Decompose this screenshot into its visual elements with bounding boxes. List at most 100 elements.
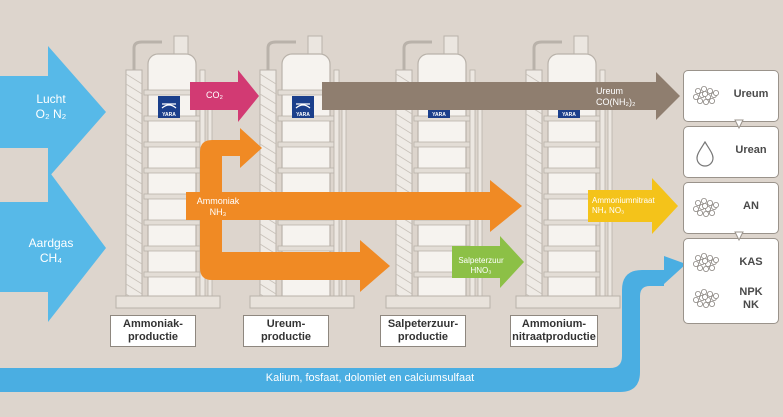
minerals-label: Kalium, fosfaat, dolomiet en calciumsulf… — [265, 372, 475, 384]
ammonia-formula: NH₃ — [209, 207, 227, 218]
platform — [543, 141, 601, 148]
base — [249, 295, 355, 309]
product-name-kas: KAS — [739, 256, 763, 268]
urea-arrow — [322, 72, 680, 120]
platform — [143, 271, 201, 278]
lattice-brace — [125, 243, 143, 255]
lattice-brace — [259, 133, 277, 145]
gas-input-label: Aardgas CH₄ — [18, 236, 84, 266]
ammonium-nitrate-label: Ammoniumnitraat NH₄ NO₃ — [592, 196, 672, 216]
yara-logo-text: YARA — [432, 112, 446, 118]
nitric-acid-label: Salpeterzuur HNO₃ — [456, 256, 506, 276]
lattice-brace — [395, 113, 413, 125]
lattice-brace — [259, 153, 277, 165]
lattice-brace — [125, 83, 143, 95]
lattice-brace — [395, 153, 413, 165]
air-input-arrow — [0, 46, 106, 178]
lattice-brace — [125, 73, 143, 85]
lattice-brace — [125, 163, 143, 175]
lattice-brace — [125, 223, 143, 235]
yara-logo — [158, 96, 180, 118]
tower-ammonium-nitrate: YARA — [515, 35, 621, 309]
base — [515, 295, 621, 309]
lattice-brace — [259, 103, 277, 115]
pipe-bend — [402, 40, 432, 70]
yara-ship-icon — [161, 103, 177, 109]
lattice-brace — [125, 113, 143, 125]
ammonium-nitrate-name: Ammoniumnitraat — [592, 196, 655, 205]
lattice-brace — [259, 83, 277, 95]
lattice-brace — [259, 123, 277, 135]
yara-ship-icon — [295, 103, 311, 109]
lattice-brace — [525, 283, 543, 295]
lattice-brace — [525, 183, 543, 195]
lattice-brace — [525, 163, 543, 175]
tower-urea: YARA — [249, 35, 355, 309]
platform — [413, 219, 471, 226]
plant-label-ammonia: Ammoniak- productie — [110, 315, 196, 347]
plant-label-nitric-acid: Salpeterzuur- productie — [380, 315, 466, 347]
urea-formula: CO(NH₂)₂ — [596, 97, 636, 108]
lattice-brace — [395, 243, 413, 255]
ammonia-label: Ammoniak NH₃ — [190, 196, 246, 219]
lattice-brace — [525, 263, 543, 275]
platform — [277, 167, 335, 174]
platform — [143, 219, 201, 226]
platform — [543, 167, 601, 174]
lattice-brace — [525, 273, 543, 285]
lattice-brace — [395, 273, 413, 285]
platform — [143, 167, 201, 174]
tower-nitric-acid: YARA — [385, 35, 491, 309]
gas-formula: CH₄ — [39, 251, 63, 265]
air-formula: O₂ N₂ — [35, 107, 67, 121]
lattice-brace — [125, 183, 143, 195]
product-name-npk-nk: NPK NK — [739, 286, 763, 311]
lattice-brace — [125, 173, 143, 185]
lattice-brace — [259, 173, 277, 185]
platform — [413, 141, 471, 148]
lattice-brace — [125, 193, 143, 205]
lattice-brace — [395, 143, 413, 155]
platform — [413, 167, 471, 174]
lattice-brace — [125, 233, 143, 245]
nitric-acid-formula: HNO₃ — [470, 266, 492, 275]
ammonium-nitrate-formula: NH₄ NO₃ — [592, 206, 625, 215]
lattice-brace — [125, 153, 143, 165]
lattice-brace — [125, 213, 143, 225]
lattice-brace — [525, 133, 543, 145]
platform — [143, 245, 201, 252]
lattice-brace — [125, 263, 143, 275]
platform — [543, 245, 601, 252]
co2-arrow — [190, 70, 259, 122]
lattice-brace — [125, 133, 143, 145]
lattice-brace — [525, 113, 543, 125]
lattice-brace — [395, 223, 413, 235]
air-input-label: Lucht O₂ N₂ — [18, 92, 84, 122]
lattice-brace — [525, 213, 543, 225]
lattice-brace — [395, 283, 413, 295]
plant-label-urea: Ureum- productie — [243, 315, 329, 347]
platform — [277, 141, 335, 148]
lattice-brace — [125, 253, 143, 265]
lattice-brace — [259, 283, 277, 295]
product-name-ureum: Ureum — [733, 88, 769, 100]
lattice-brace — [395, 163, 413, 175]
lattice-brace — [525, 233, 543, 245]
base — [115, 295, 221, 309]
nitric-acid-name: Salpeterzuur — [458, 256, 504, 265]
air-name: Lucht — [36, 92, 66, 106]
tower-ammonia: YARA — [115, 35, 221, 309]
lattice-brace — [259, 73, 277, 85]
product-name-an: AN — [743, 200, 759, 212]
urea-name: Ureum — [596, 86, 624, 96]
lattice-brace — [125, 273, 143, 285]
urea-label: Ureum CO(NH₂)₂ — [596, 86, 666, 109]
ammonium-nitrate-arrow — [588, 178, 678, 234]
nitric-acid-arrow — [452, 236, 524, 288]
lattice-brace — [125, 123, 143, 135]
lattice-brace — [525, 223, 543, 235]
lattice-brace — [259, 163, 277, 175]
lattice-brace — [125, 103, 143, 115]
